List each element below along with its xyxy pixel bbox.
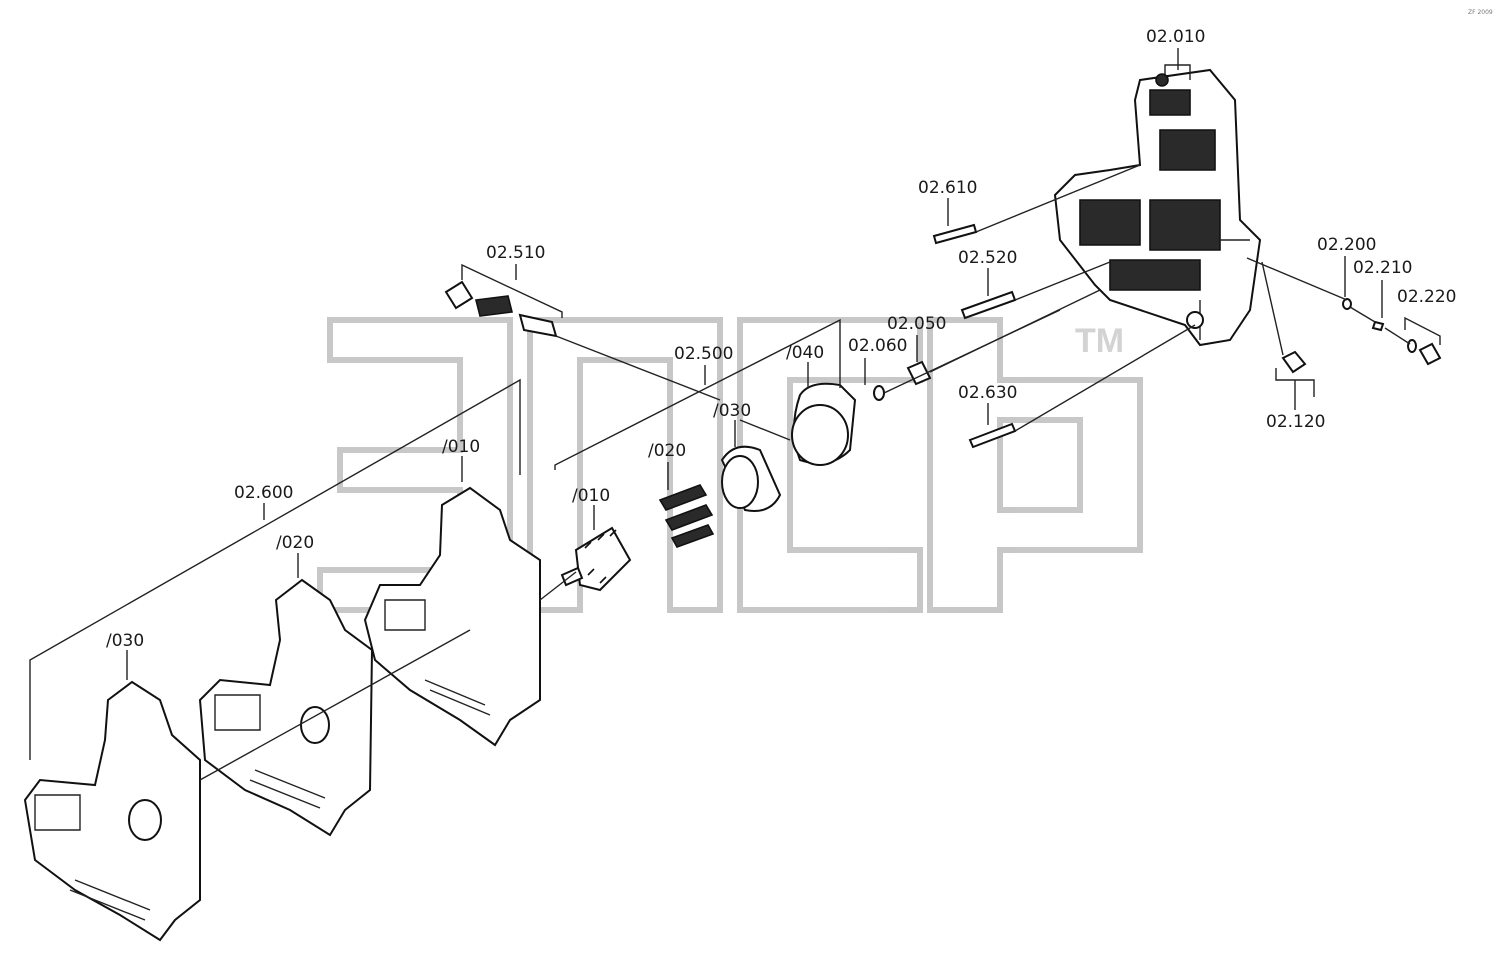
label-02-120: 02.120 — [1266, 412, 1325, 432]
ring-02-200 — [1342, 298, 1352, 310]
main-housing — [1053, 64, 1262, 347]
corner-mark: ZF 2009 — [1468, 9, 1493, 16]
outer-gear-030 — [720, 445, 782, 512]
label-02-050: 02.050 — [887, 314, 946, 334]
plug-02-220 — [1407, 339, 1442, 366]
plate-030 — [23, 680, 201, 942]
watermark-tm: TM — [1075, 322, 1124, 360]
label-02-010: 02.010 — [1146, 27, 1205, 47]
label-sub-020-gear: /020 — [648, 441, 686, 461]
screw-02-120 — [1281, 350, 1307, 374]
label-02-600: 02.600 — [234, 483, 293, 503]
label-02-200: 02.200 — [1317, 235, 1376, 255]
pump-housing-ring-040 — [791, 382, 857, 466]
label-02-510: 02.510 — [486, 243, 545, 263]
label-sub-020-plate: /020 — [276, 533, 314, 553]
label-02-500: 02.500 — [674, 344, 733, 364]
gear-segments-020 — [658, 484, 715, 548]
label-02-520: 02.520 — [958, 248, 1017, 268]
inner-gear-010 — [560, 526, 632, 592]
pin-02-630 — [968, 422, 1017, 449]
part-labels: 02.010 02.610 02.520 02.510 02.500 02.20… — [106, 27, 1456, 651]
label-02-630: 02.630 — [958, 383, 1017, 403]
ring-02-060 — [873, 385, 885, 401]
valve-assembly-02-510 — [444, 280, 558, 338]
pin-02-610 — [932, 223, 978, 245]
label-02-610: 02.610 — [918, 178, 977, 198]
label-sub-010-plate: /010 — [442, 437, 480, 457]
label-02-220: 02.220 — [1397, 287, 1456, 307]
plate-010 — [363, 486, 541, 747]
label-02-210: 02.210 — [1353, 258, 1412, 278]
label-02-060: 02.060 — [848, 336, 907, 356]
leader-lines — [29, 48, 1441, 781]
label-sub-040: /040 — [786, 343, 824, 363]
spring-02-210 — [1371, 320, 1385, 332]
label-sub-030-plate: /030 — [106, 631, 144, 651]
label-sub-010-gear: /010 — [572, 486, 610, 506]
plate-020 — [198, 578, 374, 837]
watermark-logo: TM — [317, 317, 1143, 613]
label-sub-030-gear: /030 — [713, 401, 751, 421]
